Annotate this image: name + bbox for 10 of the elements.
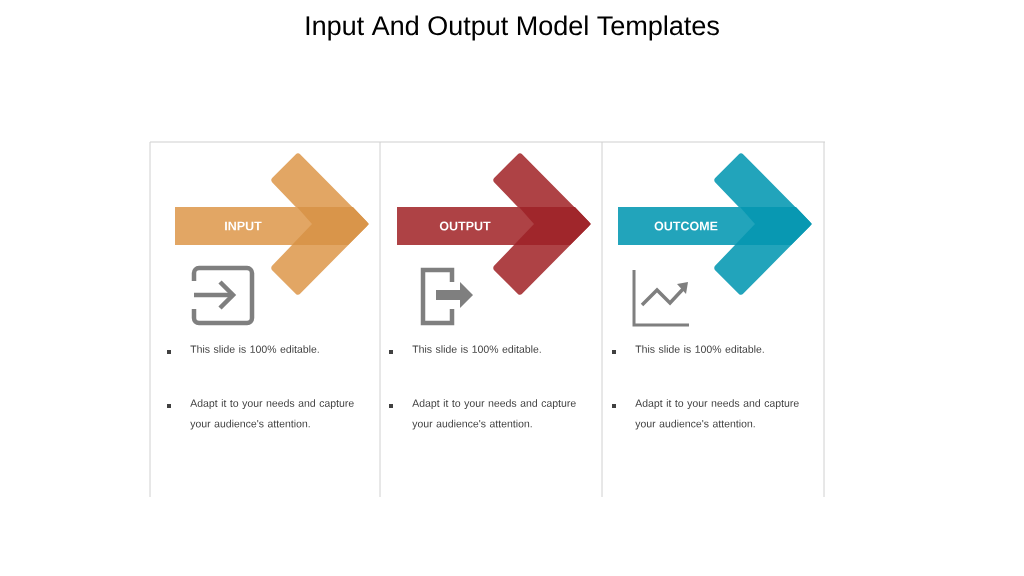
bullet-text: This slide is 100% editable. xyxy=(612,345,764,354)
node-label: OUTPUT xyxy=(439,221,491,231)
node-label: OUTCOME xyxy=(654,221,718,231)
bullet-text: Adapt it to your needs and capture your audience's attention. xyxy=(612,399,799,430)
bullet-text: This slide is 100% editable. xyxy=(167,345,319,354)
node-label: INPUT xyxy=(225,221,262,231)
bullet-text: Adapt it to your needs and capture your audience's attention. xyxy=(389,399,576,430)
title: Input And Output Model Templates xyxy=(306,15,719,41)
bullet-text: Adapt it to your needs and capture your audience's attention. xyxy=(167,399,354,430)
bullet-text: This slide is 100% editable. xyxy=(389,345,541,354)
